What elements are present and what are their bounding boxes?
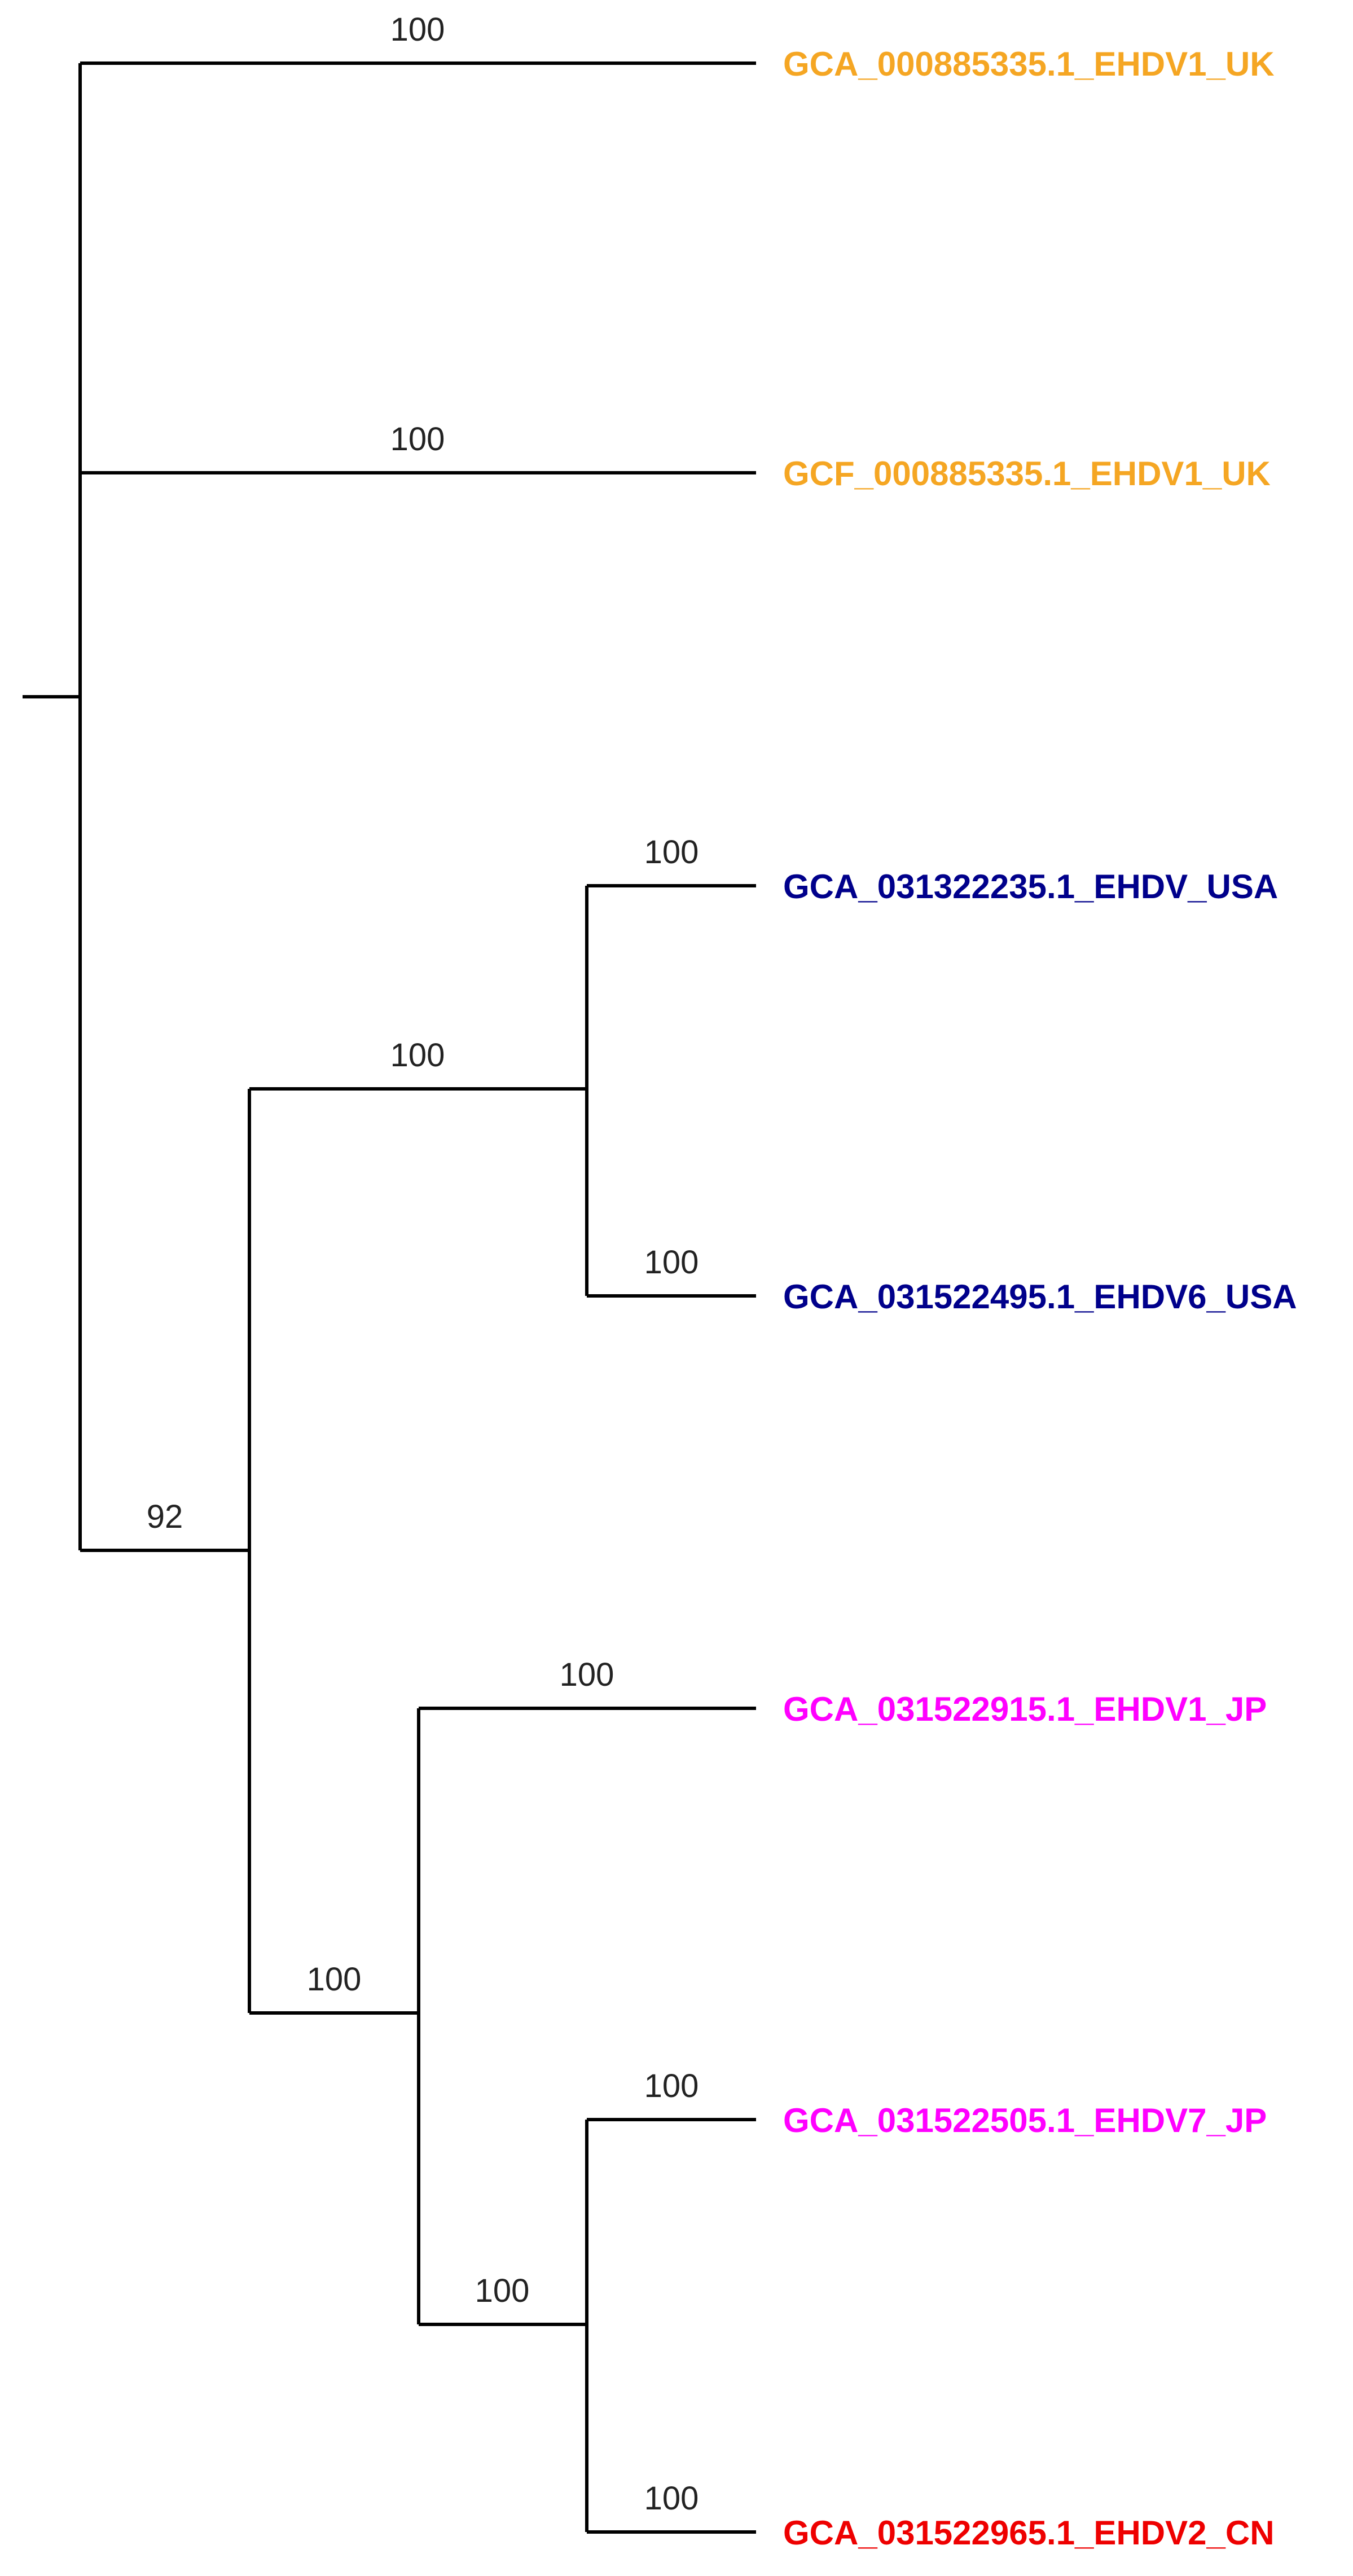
support-clade-usa-asia: 92	[147, 1498, 183, 1535]
support-tip-uk-gca: 100	[390, 11, 445, 48]
support-values: 100 100 100 100 100 92 100 100 100 100 1…	[147, 11, 699, 2517]
support-clade-asia: 100	[307, 1961, 362, 1998]
support-clade-jp7-cn: 100	[475, 2272, 530, 2309]
tip-label-uk-gca: GCA_000885335.1_EHDV1_UK	[783, 45, 1275, 83]
tip-labels: GCA_000885335.1_EHDV1_UK GCF_000885335.1…	[783, 45, 1297, 2552]
tip-label-jp-1: GCA_031522915.1_EHDV1_JP	[783, 1690, 1267, 1728]
support-tip-usa-1: 100	[644, 834, 699, 871]
tip-label-jp-7: GCA_031522505.1_EHDV7_JP	[783, 2102, 1267, 2139]
support-clade-usa: 100	[390, 1037, 445, 1074]
support-tip-jp-7: 100	[644, 2068, 699, 2104]
tip-label-cn-2: GCA_031522965.1_EHDV2_CN	[783, 2514, 1275, 2552]
tip-label-usa-6: GCA_031522495.1_EHDV6_USA	[783, 1278, 1297, 1316]
support-tip-cn-2: 100	[644, 2480, 699, 2517]
tree-branches	[23, 61, 756, 2534]
tip-label-usa-1: GCA_031322235.1_EHDV_USA	[783, 868, 1278, 905]
support-tip-uk-gcf: 100	[390, 421, 445, 458]
support-tip-jp-1: 100	[560, 1656, 614, 1693]
tip-label-uk-gcf: GCF_000885335.1_EHDV1_UK	[783, 455, 1271, 493]
support-tip-usa-6: 100	[644, 1244, 699, 1281]
